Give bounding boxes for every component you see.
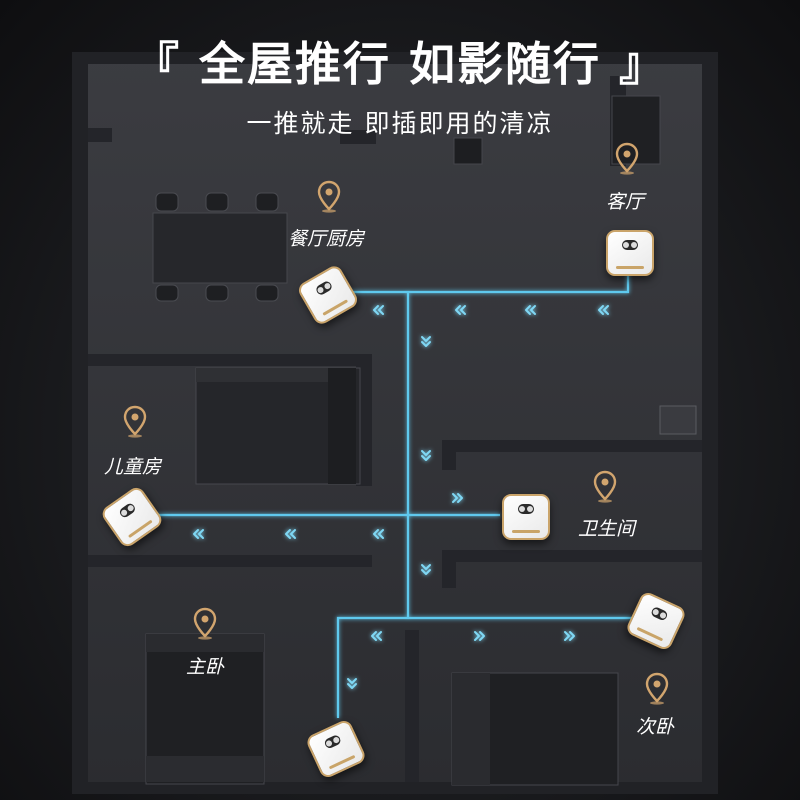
room-label-kids-room: 儿童房 [104,456,162,478]
chevron-double-icon [373,305,384,315]
location-pin-icon [615,142,639,175]
chevron-double-icon [598,305,609,315]
sofa [195,367,361,485]
route-arrows [193,305,609,689]
chevron-double-icon [371,631,382,641]
chevron-double-icon [455,305,466,315]
location-pin-icon [123,405,147,438]
chevron-double-icon [564,631,575,641]
page-subtitle: 一推就走 即插即用的清凉 [246,109,554,138]
location-pin-icon [645,672,669,705]
page-title: 『 全屋推行 如影随行 』 [132,37,668,91]
location-pin-icon [593,470,617,503]
master-bed [145,633,265,785]
room-label-bathroom: 卫生间 [578,518,636,540]
chevron-double-icon [373,529,384,539]
room-label-dining-kitchen: 餐厅厨房 [288,228,365,250]
chevron-double-icon [193,529,204,539]
route-path [135,270,632,718]
location-pin-icon [193,607,217,640]
chevron-double-icon [347,678,357,689]
chevron-double-icon [421,450,431,461]
chevron-double-icon [285,529,296,539]
chevron-double-icon [421,564,431,575]
fan-unit-icon [606,230,654,276]
room-label-second-bedroom: 次卧 [636,716,675,738]
chevron-double-icon [474,631,485,641]
second-bed [451,672,619,786]
room-label-living: 客厅 [606,191,645,213]
chevron-double-icon [525,305,536,315]
chevron-double-icon [452,493,463,503]
location-pin-icon [317,180,341,213]
chevron-double-icon [421,336,431,347]
room-label-master-bedroom: 主卧 [186,656,225,678]
dining-table [152,192,288,302]
fan-unit-icon [502,494,550,540]
